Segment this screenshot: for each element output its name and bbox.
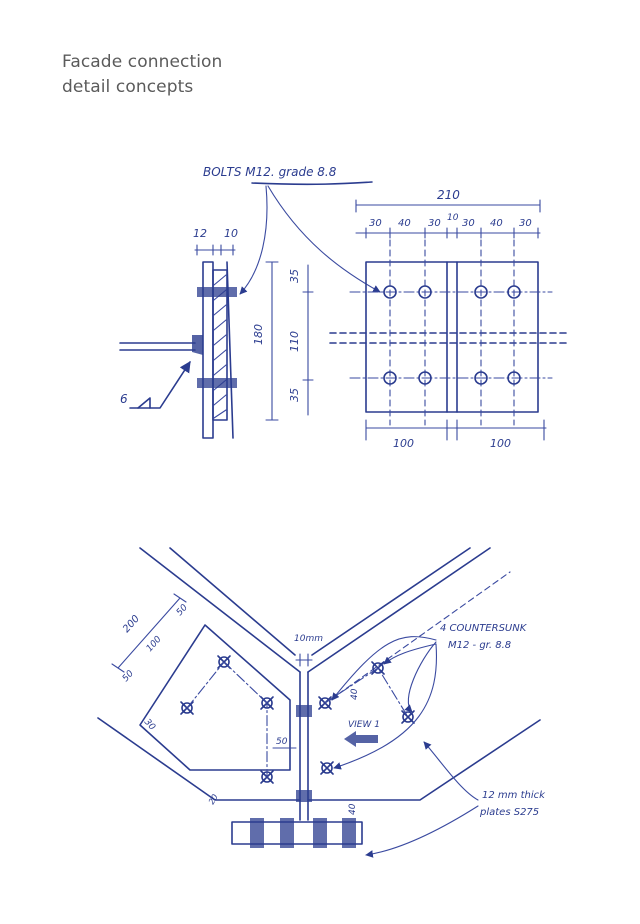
page-title-line-1: Facade connection	[62, 52, 223, 72]
countersunk-leader-4	[383, 643, 437, 665]
plates-line-2: plates S275	[479, 807, 539, 818]
side-section: 6 12 10 180 35 110 35	[119, 227, 314, 439]
left-plate-outline	[139, 624, 291, 771]
right-member-inner-edge	[311, 547, 471, 656]
bolt-hole	[418, 285, 432, 299]
bolt-hole	[507, 285, 521, 299]
bolts-label-underline	[251, 181, 373, 186]
dim-180: 180	[252, 324, 265, 345]
joint-bolt-top	[296, 705, 312, 717]
bolt-marker	[320, 761, 334, 775]
dim-line-200	[111, 593, 187, 673]
dim-110: 110	[288, 331, 301, 352]
dim-40-upper: 40	[350, 688, 360, 700]
countersunk-line-2: M12 - gr. 8.8	[448, 640, 511, 651]
bottom-bolt-3	[313, 818, 327, 848]
bolt-hole	[383, 285, 397, 299]
dim-30-b: 30	[428, 218, 441, 229]
joint-bolt-bottom	[296, 790, 312, 802]
dim-35-bottom: 35	[288, 388, 301, 402]
bolt-hole	[418, 371, 432, 385]
dim-line-vertical	[302, 264, 314, 416]
dim-100: 100	[145, 634, 164, 654]
dim-line-100	[365, 419, 547, 441]
dim-30-d: 30	[519, 218, 532, 229]
right-member-top-edge	[307, 547, 491, 673]
countersunk-leader-1	[331, 636, 437, 701]
dim-50-top: 50	[175, 603, 190, 618]
dim-30-c: 30	[462, 218, 475, 229]
dim-line-10mm	[295, 653, 313, 667]
bottom-bolt-1	[250, 818, 264, 848]
view-arrow	[344, 731, 378, 747]
weld-size: 6	[120, 392, 128, 406]
plate-right	[212, 269, 228, 421]
dim-40-b: 40	[490, 218, 503, 229]
bolt-gridlines	[186, 661, 409, 778]
top-connection-sketch: BOLTS M12. grade 8.8 6 12 10	[119, 165, 567, 450]
dim-10-side: 10	[224, 227, 238, 240]
left-member-bottom-edge	[97, 717, 301, 801]
dim-line-plates	[194, 244, 236, 256]
right-member-bottom-edge	[307, 719, 541, 801]
countersunk-leader-3	[333, 643, 438, 770]
bottom-bolt-4	[342, 818, 356, 848]
section-bolt-top	[197, 287, 237, 297]
dim-10: 10	[447, 213, 459, 223]
section-bolt-bottom	[197, 378, 237, 388]
bolts-label: BOLTS M12. grade 8.8	[203, 165, 337, 179]
dim-line-180	[265, 261, 279, 421]
weld-symbol	[137, 397, 151, 409]
bolt-hole	[474, 371, 488, 385]
bolts-leader-right	[267, 185, 381, 293]
dim-10mm: 10mm	[294, 634, 323, 644]
left-member-inner-edge	[169, 547, 296, 656]
dim-100-right: 100	[490, 437, 511, 450]
plates-line-1: 12 mm thick	[482, 790, 546, 801]
bolt-hole	[507, 371, 521, 385]
dim-40-lower: 40	[348, 803, 358, 815]
page-title: Facade connection detail concepts	[62, 50, 222, 100]
bolt-hole	[383, 371, 397, 385]
dim-line-210	[355, 199, 541, 213]
view-label: VIEW 1	[348, 720, 380, 730]
countersunk-line-1: 4 COUNTERSUNK	[440, 623, 528, 634]
bottom-plate	[231, 821, 363, 845]
bolts-leader-left	[239, 185, 268, 295]
bottom-connection-sketch: 200 50 100 50 30 10mm 4 COUNTERSUNK M12 …	[97, 547, 546, 858]
dim-200: 200	[121, 613, 142, 635]
bottom-bolt-2	[280, 818, 294, 848]
left-member-top-edge	[139, 547, 301, 673]
bolt-holes	[383, 285, 521, 385]
bolt-marker	[401, 710, 415, 724]
plates-leader-1	[423, 741, 479, 801]
dim-210: 210	[437, 188, 460, 202]
weld-fillet	[192, 335, 203, 355]
dim-20: 20	[207, 793, 220, 806]
dim-30-a: 30	[369, 218, 382, 229]
dim-100-left: 100	[393, 437, 414, 450]
weld-leader	[129, 361, 191, 409]
dim-40-a: 40	[398, 218, 411, 229]
end-plate	[365, 261, 539, 413]
dim-12: 12	[193, 227, 207, 240]
dim-50-joint: 50	[276, 737, 288, 747]
plates-leader-2	[365, 805, 479, 858]
right-member-hidden	[329, 571, 511, 701]
front-elevation: 210 30 40 30 10 30 40 30 100 100	[329, 188, 567, 450]
dim-line-spacing	[355, 227, 541, 239]
countersunk-leader-2	[404, 641, 437, 713]
dim-35-top: 35	[288, 269, 301, 283]
bolt-hole	[474, 285, 488, 299]
page-title-line-2: detail concepts	[62, 77, 194, 97]
